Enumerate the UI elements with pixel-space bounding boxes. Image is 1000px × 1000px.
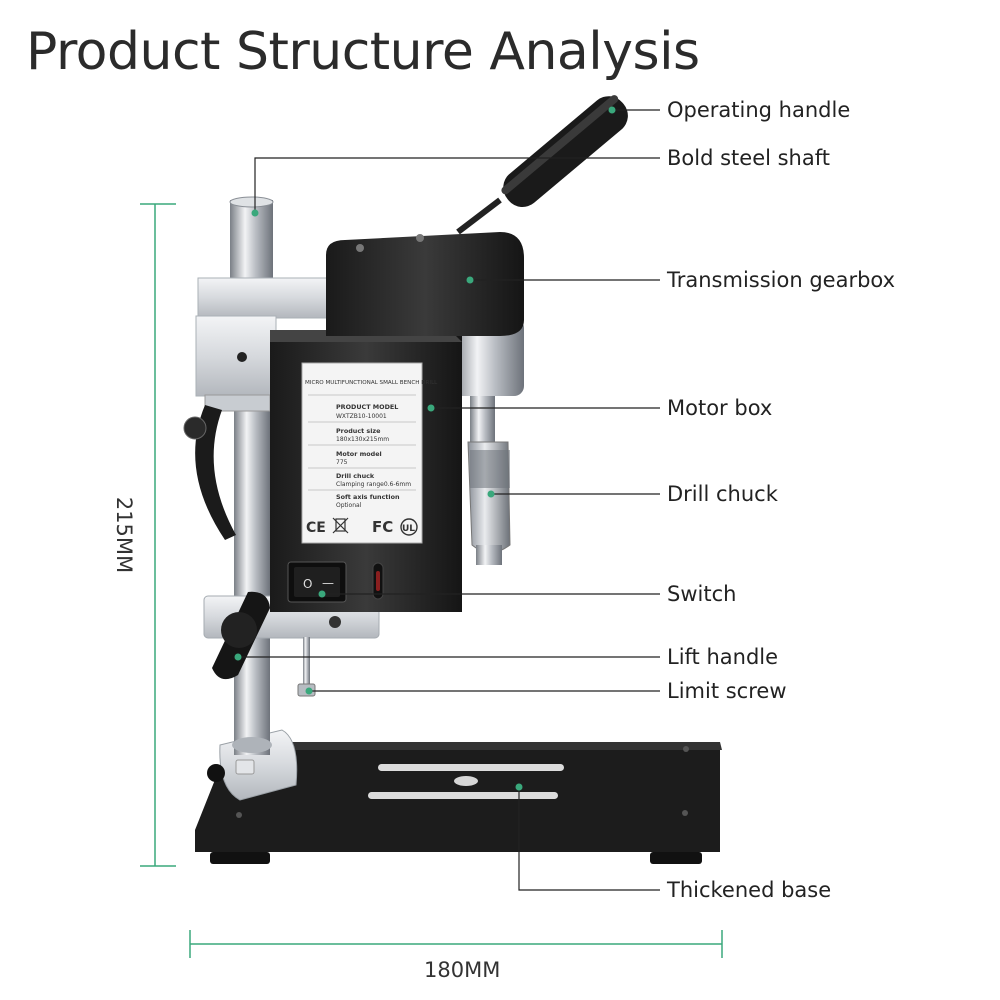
ul-mark: UL xyxy=(402,524,415,534)
nameplate-key-4: Soft axis function xyxy=(336,493,400,501)
label-limit-screw: Limit screw xyxy=(667,679,787,703)
callout-dot-limit-screw xyxy=(305,687,313,695)
label-motor-box: Motor box xyxy=(667,396,773,420)
lift-arm-track xyxy=(195,405,236,540)
label-transmission-gearbox: Transmission gearbox xyxy=(667,268,896,292)
callout-line-thickened-base xyxy=(518,787,660,891)
nameplate-key-0: PRODUCT MODEL xyxy=(336,403,398,411)
callout-line-bold-steel-shaft xyxy=(254,157,660,213)
nameplate-val-4: Optional xyxy=(336,502,362,509)
base-plate xyxy=(195,742,722,864)
nameplate: MICRO MULTIFUNCTIONAL SMALL BENCH DRILL … xyxy=(301,362,438,544)
ul-mark-ring xyxy=(400,518,418,536)
callout-dot-switch xyxy=(318,590,326,598)
callout-layer xyxy=(234,106,660,891)
label-drill-chuck: Drill chuck xyxy=(667,482,778,506)
label-switch: Switch xyxy=(667,582,737,606)
motor-cylinder xyxy=(452,318,524,396)
nameplate-header: MICRO MULTIFUNCTIONAL SMALL BENCH DRILL xyxy=(305,380,438,386)
width-dimension-line xyxy=(189,930,723,958)
label-thickened-base: Thickened base xyxy=(667,878,832,902)
weee-bin-icon xyxy=(332,517,349,534)
width-dimension-label: 180MM xyxy=(424,958,501,982)
height-dimension-label: 215MM xyxy=(112,496,136,574)
callout-dot-transmission-gearbox xyxy=(466,276,474,284)
nameplate-val-3: Clamping range0.6-6mm xyxy=(336,481,411,488)
nameplate-val-1: 180x130x215mm xyxy=(336,436,389,443)
nameplate-key-3: Drill chuck xyxy=(336,472,375,480)
operating-handle-part xyxy=(456,95,628,235)
upper-bracket xyxy=(195,277,339,412)
callout-dot-lift-handle xyxy=(234,653,242,661)
track-pivot xyxy=(183,416,207,440)
nameplate-key-1: Product size xyxy=(336,427,381,435)
switch-off-symbol: O xyxy=(303,577,312,591)
main-column xyxy=(232,395,272,755)
callout-dot-drill-chuck xyxy=(487,490,495,498)
switch-part: O — xyxy=(287,561,384,603)
callout-dot-bold-steel-shaft xyxy=(251,209,259,217)
page-title: Product Structure Analysis xyxy=(26,22,700,82)
nameplate-val-2: 775 xyxy=(336,459,348,466)
nameplate-key-2: Motor model xyxy=(336,450,382,458)
label-lift-handle: Lift handle xyxy=(667,645,779,669)
switch-on-symbol: — xyxy=(322,576,334,590)
ce-mark: CE xyxy=(306,520,326,536)
drill-chuck-part xyxy=(467,388,511,565)
callout-dot-motor-box xyxy=(427,404,435,412)
callout-dot-thickened-base xyxy=(515,783,523,791)
nameplate-val-0: WXTZB10-10001 xyxy=(336,413,387,420)
height-dimension-line xyxy=(140,203,176,867)
fc-mark: FC xyxy=(372,518,393,536)
callout-dot-operating-handle xyxy=(608,106,616,114)
label-operating-handle: Operating handle xyxy=(667,98,851,122)
top-steel-shaft xyxy=(229,196,274,290)
label-bold-steel-shaft: Bold steel shaft xyxy=(667,146,830,170)
limit-screw-part xyxy=(297,637,316,697)
lift-handle-lever xyxy=(212,591,270,680)
transmission-gearbox-part xyxy=(326,232,524,336)
